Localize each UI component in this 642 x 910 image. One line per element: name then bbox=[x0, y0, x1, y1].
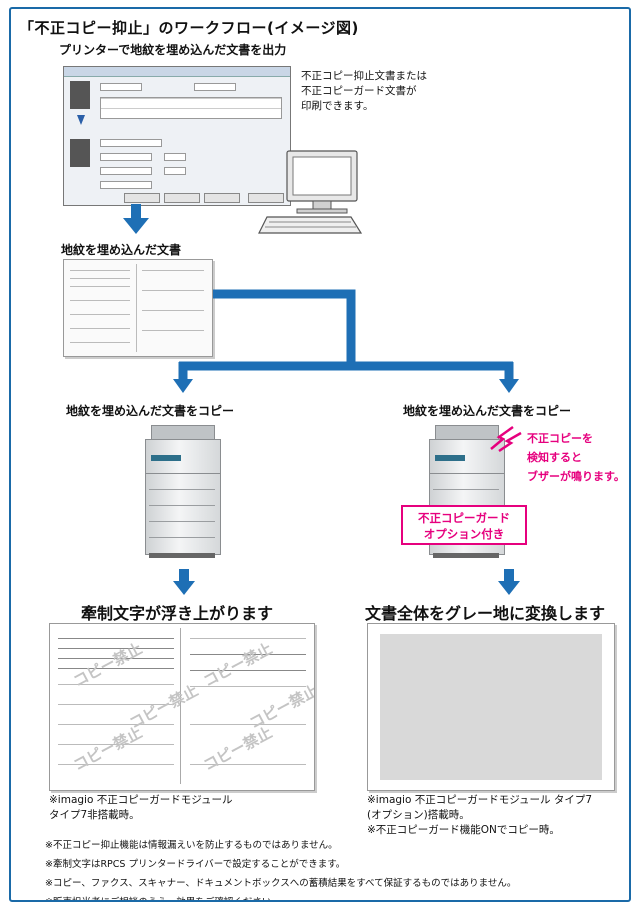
right-result-title: 文書全体をグレー地に変換します bbox=[365, 604, 606, 623]
footnotes: ※不正コピー抑止機能は情報漏えいを防止するものではありません。 ※牽制文字はRP… bbox=[45, 836, 517, 900]
left-caption-line1: ※imagio 不正コピーガードモジュール bbox=[49, 794, 233, 806]
step1-label: プリンターで地紋を埋め込んだ文書を出力 bbox=[59, 43, 287, 57]
left-branch-label: 地紋を埋め込んだ文書をコピー bbox=[66, 404, 235, 418]
left-copier bbox=[145, 425, 225, 565]
color-field bbox=[100, 167, 152, 175]
dialog-down-arrow-icon bbox=[77, 115, 85, 125]
ok-button bbox=[124, 193, 160, 203]
right-caption-line1: ※imagio 不正コピーガードモジュール タイプ7 bbox=[367, 794, 593, 806]
arrow-down-right-icon bbox=[498, 569, 520, 595]
left-caption: ※imagio 不正コピーガードモジュール タイプ7非搭載時。 bbox=[49, 793, 233, 823]
default-button bbox=[204, 193, 240, 203]
pattern-field bbox=[100, 83, 142, 91]
font-field bbox=[100, 153, 152, 161]
angle-field bbox=[164, 167, 186, 175]
option-badge-line1: 不正コピーガード bbox=[418, 511, 510, 525]
right-caption-line3: ※不正コピーガード機能ONでコピー時。 bbox=[367, 824, 560, 836]
branch-connector bbox=[173, 289, 519, 393]
buzzer-note-line1: 不正コピーを bbox=[527, 432, 593, 445]
text-field bbox=[100, 139, 162, 147]
buzzer-alert-icon bbox=[490, 425, 522, 453]
position-field bbox=[100, 181, 152, 189]
watermarked-document: コピー禁止 コピー禁止 コピー禁止 コピー禁止 コピー禁止 コピー禁止 bbox=[49, 623, 315, 791]
gray-fill bbox=[380, 634, 602, 780]
watermark-text-5: コピー禁止 bbox=[70, 723, 146, 775]
cancel-button bbox=[164, 193, 200, 203]
page-title: 「不正コピー抑止」のワークフロー(イメージ図) bbox=[19, 19, 359, 37]
arrow-down-1-icon bbox=[123, 204, 149, 234]
computer-icon bbox=[258, 150, 363, 234]
option-badge: 不正コピーガード オプション付き bbox=[401, 505, 527, 545]
left-caption-line2: タイプ7非搭載時。 bbox=[49, 809, 140, 821]
printer-note-line1: 不正コピー抑止文書または bbox=[301, 70, 427, 82]
footnote-1: ※不正コピー抑止機能は情報漏えいを防止するものではありません。 bbox=[45, 840, 338, 851]
footnote-2: ※牽制文字はRPCS プリンタードライバーで設定することができます。 bbox=[45, 859, 346, 870]
right-caption-line2: (オプション)搭載時。 bbox=[367, 809, 470, 821]
density-field bbox=[194, 83, 236, 91]
printer-note-line3: 印刷できます。 bbox=[301, 100, 374, 112]
left-result-title: 牽制文字が浮き上がります bbox=[81, 604, 274, 623]
option-badge-line2: オプション付き bbox=[423, 527, 505, 541]
pattern-samples bbox=[100, 97, 282, 119]
buzzer-note-line2: 検知すると bbox=[527, 451, 582, 464]
embedded-document bbox=[63, 259, 213, 357]
buzzer-note: 不正コピーを 検知すると ブザーが鳴ります。 bbox=[527, 429, 625, 486]
gray-document bbox=[367, 623, 615, 791]
size-field bbox=[164, 153, 186, 161]
footnote-4: ※販売担当者にご相談のうえ、効果をご確認ください。 bbox=[45, 893, 516, 900]
watermark-text-6: コピー禁止 bbox=[200, 723, 276, 775]
printer-note: 不正コピー抑止文書または 不正コピーガード文書が 印刷できます。 bbox=[301, 69, 427, 114]
preview-before-icon bbox=[70, 81, 90, 109]
printer-note-line2: 不正コピーガード文書が bbox=[301, 85, 417, 97]
help-button bbox=[248, 193, 284, 203]
watermark-text-2: コピー禁止 bbox=[200, 639, 276, 691]
footnote-3: ※コピー、ファクス、スキャナー、ドキュメントボックスへの蓄積結果をすべて保証する… bbox=[45, 878, 517, 889]
workflow-frame: 「不正コピー抑止」のワークフロー(イメージ図) プリンターで地紋を埋め込んだ文書… bbox=[9, 7, 631, 902]
dialog-titlebar bbox=[64, 67, 290, 77]
buzzer-note-line3: ブザーが鳴ります。 bbox=[527, 470, 625, 483]
step2-label: 地紋を埋め込んだ文書 bbox=[61, 243, 182, 257]
right-branch-label: 地紋を埋め込んだ文書をコピー bbox=[403, 404, 572, 418]
arrow-down-left-icon bbox=[173, 569, 195, 595]
printer-driver-dialog bbox=[63, 66, 291, 206]
right-caption: ※imagio 不正コピーガードモジュール タイプ7 (オプション)搭載時。 ※… bbox=[367, 793, 592, 838]
preview-after-icon bbox=[70, 139, 90, 167]
